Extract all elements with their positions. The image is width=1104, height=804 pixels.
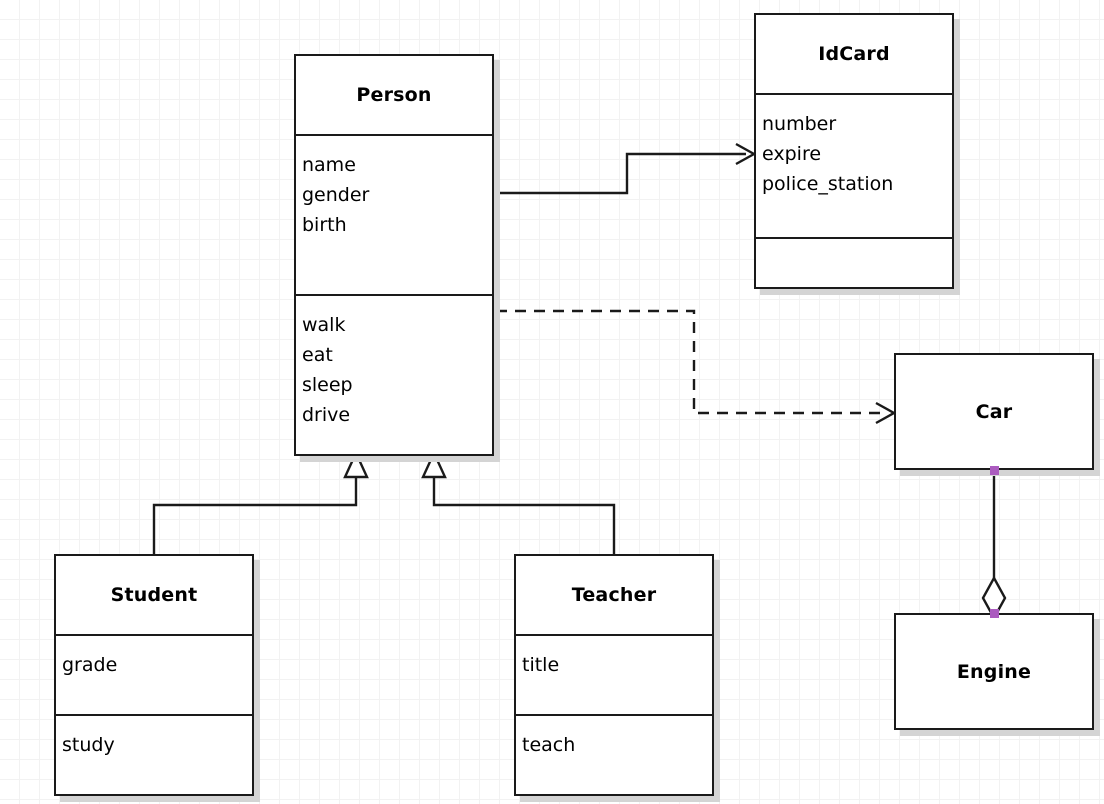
arrowhead-triangle-student — [343, 450, 369, 479]
class-title-idcard: IdCard — [756, 15, 952, 93]
connector-handle-engine-end[interactable] — [990, 609, 999, 618]
attribute-item: grade — [62, 654, 118, 676]
connector-teacher-person — [432, 477, 616, 554]
class-name-label: Student — [110, 584, 198, 606]
connector-person-idcard — [494, 152, 746, 195]
method-item: study — [62, 734, 115, 756]
class-title-car: Car — [896, 355, 1092, 468]
method-item: walk — [302, 314, 346, 336]
class-box-teacher[interactable]: Teacher title teach — [514, 554, 714, 796]
class-title-teacher: Teacher — [516, 556, 712, 634]
class-attributes-person: name gender birth — [296, 134, 492, 294]
method-item: eat — [302, 344, 333, 366]
attribute-item: title — [522, 654, 560, 676]
arrowhead-open-idcard — [735, 142, 757, 166]
class-box-engine[interactable]: Engine — [894, 613, 1094, 730]
class-methods-idcard — [756, 237, 952, 287]
class-name-label: Car — [975, 400, 1013, 423]
method-item: sleep — [302, 374, 353, 396]
attribute-item: police_station — [762, 173, 894, 195]
class-title-person: Person — [296, 56, 492, 134]
class-methods-student: study — [56, 714, 252, 794]
attribute-item: name — [302, 154, 356, 176]
class-attributes-teacher: title — [516, 634, 712, 714]
connector-student-person — [152, 477, 358, 554]
class-name-label: Teacher — [571, 584, 657, 606]
class-title-student: Student — [56, 556, 252, 634]
connector-handle-car-end[interactable] — [990, 466, 999, 475]
method-item: teach — [522, 734, 576, 756]
attribute-item: expire — [762, 143, 822, 165]
attribute-item: gender — [302, 184, 370, 206]
class-box-student[interactable]: Student grade study — [54, 554, 254, 796]
arrowhead-triangle-teacher — [421, 450, 447, 479]
class-name-label: Person — [356, 84, 432, 106]
class-box-car[interactable]: Car — [894, 353, 1094, 470]
class-attributes-student: grade — [56, 634, 252, 714]
class-attributes-idcard: number expire police_station — [756, 93, 952, 237]
class-methods-person: walk eat sleep drive — [296, 294, 492, 454]
class-title-engine: Engine — [896, 615, 1092, 728]
class-name-label: Engine — [956, 660, 1032, 683]
connector-person-car — [496, 309, 886, 415]
attribute-item: birth — [302, 214, 347, 236]
class-box-idcard[interactable]: IdCard number expire police_station — [754, 13, 954, 289]
class-name-label: IdCard — [818, 43, 890, 65]
attribute-item: number — [762, 113, 837, 135]
class-methods-teacher: teach — [516, 714, 712, 794]
method-item: drive — [302, 404, 351, 426]
class-box-person[interactable]: Person name gender birth walk eat sleep … — [294, 54, 494, 456]
arrowhead-open-car — [875, 401, 897, 425]
